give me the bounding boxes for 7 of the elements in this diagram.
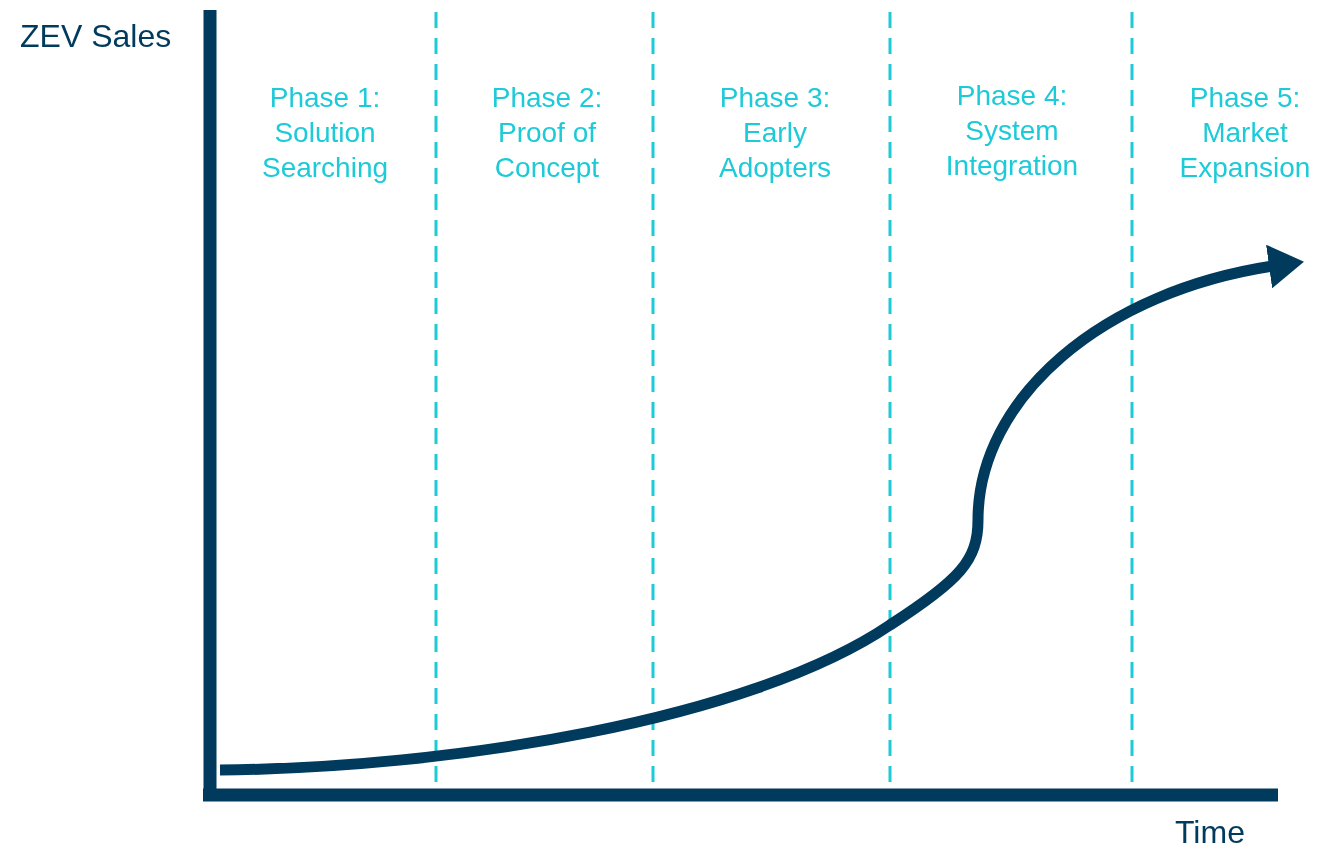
phase-label: Phase 5: Market Expansion <box>1178 81 1312 185</box>
phase-label: Phase 4: System Integration <box>944 79 1080 183</box>
phase-label: Phase 3: Early Adopters <box>717 81 833 185</box>
phase-label: Phase 1: Solution Searching <box>260 81 390 185</box>
y-axis-title: ZEV Sales <box>20 18 172 55</box>
phase-label: Phase 2: Proof of Concept <box>490 81 604 185</box>
x-axis-title: Time <box>1175 814 1245 848</box>
